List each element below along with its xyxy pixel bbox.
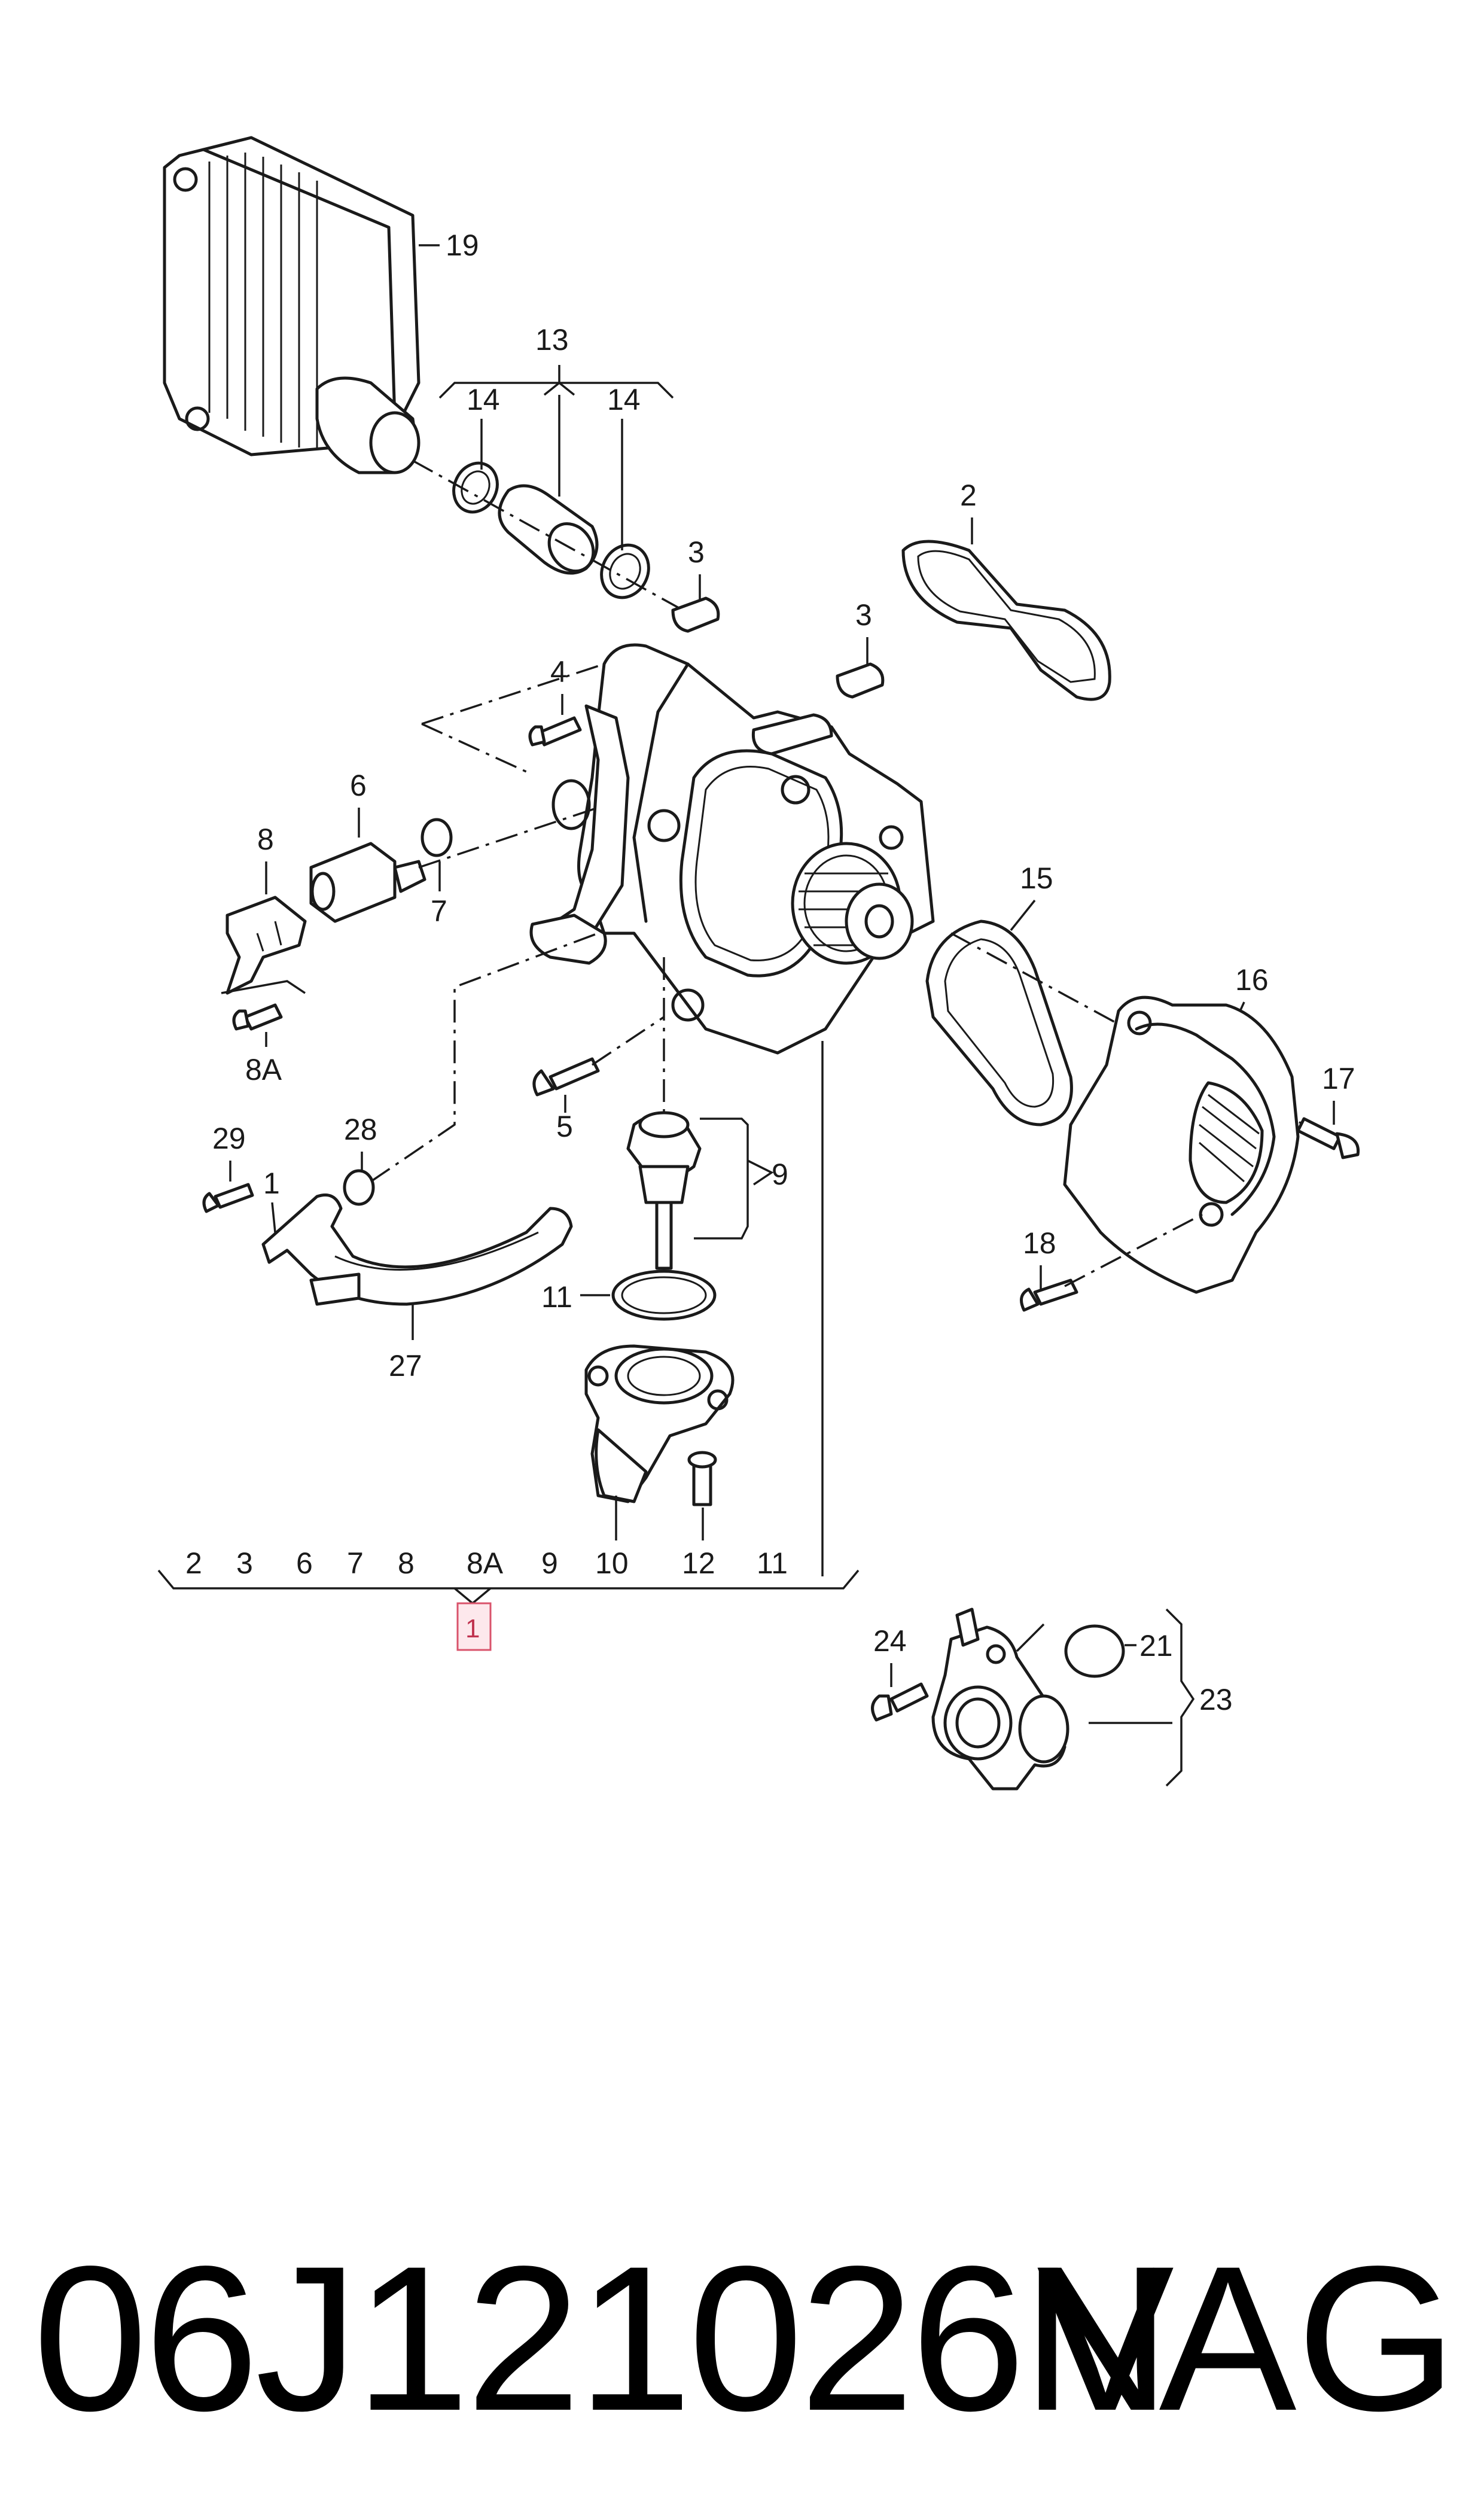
callout-11: 11 (541, 1280, 572, 1314)
assembly-item: 8A (467, 1546, 504, 1580)
callout-29: 29 (212, 1122, 246, 1155)
dowel-3-right[interactable] (836, 662, 885, 699)
callout-24: 24 (873, 1624, 907, 1658)
o-ring-11[interactable] (611, 1269, 717, 1321)
callout-8a: 8A (245, 1053, 282, 1086)
gasket-2[interactable] (901, 540, 1111, 701)
bolt-4[interactable] (528, 716, 582, 747)
o-ring-21[interactable] (1064, 1624, 1125, 1678)
parts-diagram: 19 13 14 14 2 3 3 4 (157, 136, 1360, 1791)
callout-14-left: 14 (467, 383, 500, 416)
callout-18: 18 (1023, 1226, 1056, 1260)
bolt-24[interactable] (871, 1682, 929, 1722)
bolt-12[interactable] (687, 1451, 717, 1506)
footer: 06J121026N VAG (0, 2213, 1484, 2465)
toothed-belt-15[interactable] (925, 919, 1073, 1126)
assembly-row: 2 3 6 7 8 8A 9 10 12 11 (185, 1546, 788, 1580)
callout-19: 19 (446, 229, 479, 262)
assembly-item: 12 (682, 1546, 715, 1580)
callout-2: 2 (960, 479, 977, 512)
assembly-item: 3 (236, 1546, 253, 1580)
bolt-17[interactable] (1296, 1117, 1360, 1159)
callout-27: 27 (389, 1349, 422, 1383)
callout-14-right: 14 (607, 383, 641, 416)
highlight-1-label: 1 (465, 1614, 480, 1643)
callout-3-right: 3 (855, 598, 872, 632)
assembly-item: 2 (185, 1546, 202, 1580)
brand-name: VAG (1037, 2224, 1457, 2454)
callout-1-inner: 1 (263, 1167, 280, 1200)
o-ring-14-right[interactable] (593, 537, 657, 605)
callout-3-left: 3 (688, 535, 705, 569)
callout-6: 6 (350, 769, 367, 802)
callout-7: 7 (431, 894, 447, 928)
o-ring-14-left[interactable] (446, 456, 505, 519)
o-ring-28[interactable] (343, 1169, 375, 1206)
bolt-29[interactable] (202, 1183, 254, 1213)
callout-23: 23 (1199, 1683, 1233, 1716)
callout-4: 4 (550, 655, 567, 689)
callout-15: 15 (1020, 861, 1053, 895)
coolant-pipe-27[interactable] (261, 1193, 573, 1306)
assembly-item: 6 (296, 1546, 313, 1580)
coolant-flange[interactable] (931, 1607, 1069, 1791)
oil-cooler[interactable] (163, 136, 420, 474)
callout-5: 5 (556, 1110, 573, 1143)
callout-9: 9 (772, 1158, 788, 1191)
callout-17: 17 (1322, 1062, 1355, 1095)
dowel-3-left[interactable] (671, 596, 720, 633)
timing-cover-16[interactable] (1063, 995, 1300, 1294)
bolt-8a[interactable] (232, 1003, 283, 1031)
temperature-sensor-6[interactable] (309, 842, 426, 923)
assembly-item: 7 (347, 1546, 364, 1580)
callout-8: 8 (257, 823, 274, 856)
callout-21: 21 (1139, 1629, 1173, 1663)
highlight-1[interactable]: 1 (456, 1602, 492, 1651)
connector-13[interactable] (498, 484, 602, 580)
thermostat-9[interactable] (626, 1111, 702, 1270)
retaining-clip-8[interactable] (226, 896, 307, 995)
assembly-item: 9 (541, 1546, 558, 1580)
assembly-item: 10 (595, 1546, 629, 1580)
thermostat-cover-10[interactable] (584, 1344, 735, 1503)
callout-28: 28 (344, 1113, 377, 1146)
bolt-5[interactable] (532, 1057, 600, 1097)
part-number: 06J121026N (33, 2224, 1171, 2454)
callout-13: 13 (535, 323, 569, 357)
assembly-item: 8 (398, 1546, 415, 1580)
assembly-item: 11 (757, 1546, 788, 1580)
o-ring-7[interactable] (420, 818, 453, 857)
callout-16: 16 (1235, 963, 1269, 997)
water-pump-housing[interactable] (529, 643, 935, 1055)
